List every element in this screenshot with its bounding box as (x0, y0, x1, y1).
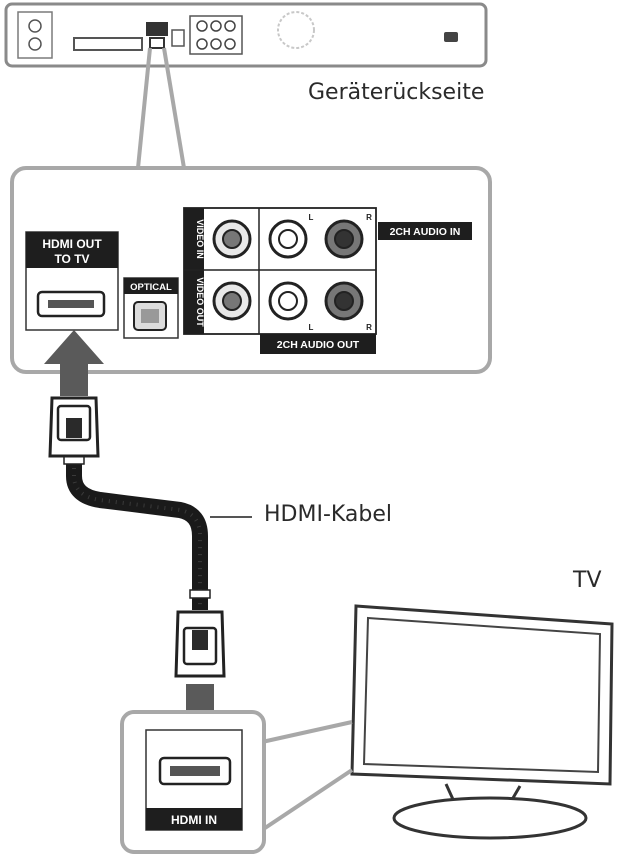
audio-out-right-jack (324, 281, 364, 321)
hdmi-connector-lower (174, 610, 226, 678)
audio-in-right-jack (324, 219, 364, 259)
video-out-label: VIDEO OUT (195, 277, 205, 327)
audio-out-left-jack (268, 281, 308, 321)
tv-zoom-guide-lines (260, 720, 354, 832)
hdmi-connector-upper (48, 396, 100, 458)
left-channel-label-top: L (309, 213, 314, 222)
hdmi-out-port (25, 231, 119, 331)
right-channel-label-bottom: R (366, 323, 372, 332)
rear-panel-caption: Geräterückseite (308, 80, 485, 105)
enlarged-rear-panel: HDMI OUT TO TV OPTICAL VIDEO IN VIDEO OU… (10, 166, 492, 374)
video-in-label: VIDEO IN (195, 219, 205, 259)
hdmi-out-label-line1: HDMI OUT (42, 237, 102, 251)
video-in-jack (212, 219, 252, 259)
left-channel-label-bottom: L (309, 323, 314, 332)
tv-hdmi-in-panel: HDMI IN (120, 710, 266, 854)
hdmi-cable (63, 440, 211, 610)
audio-in-left-jack (268, 219, 308, 259)
hdmi-out-label-line2: TO TV (54, 252, 89, 266)
optical-port (123, 277, 179, 339)
right-channel-label-top: R (366, 213, 372, 222)
optical-label: OPTICAL (130, 282, 172, 293)
device-rear-panel (4, 2, 488, 68)
zoom-guide-lines (136, 47, 186, 169)
audio-out-label: 2CH AUDIO OUT (277, 339, 360, 351)
tv-caption: TV (573, 568, 602, 593)
tv-icon (350, 604, 614, 840)
cable-caption: HDMI-Kabel (264, 502, 393, 527)
hdmi-in-label: HDMI IN (171, 813, 217, 827)
audio-in-label: 2CH AUDIO IN (390, 226, 461, 238)
arrow-up-icon (44, 330, 104, 396)
video-out-jack (212, 281, 252, 321)
